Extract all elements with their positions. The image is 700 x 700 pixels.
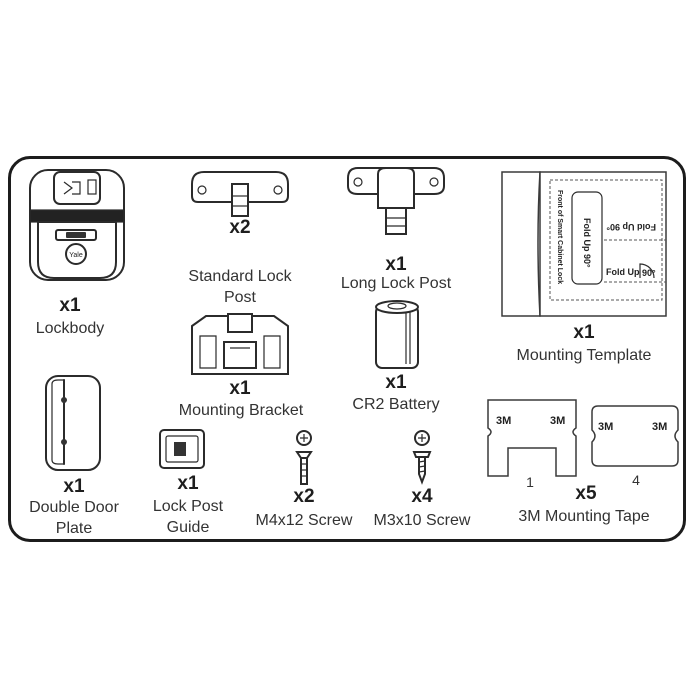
lockbody-illustration: Yale <box>29 169 125 281</box>
tape-pad-2-illustration: 3M 3M <box>591 405 679 467</box>
cr2-battery-label: CR2 Battery <box>352 396 440 413</box>
standard-lock-post-qty: x2 <box>229 217 251 238</box>
m4-screw-label: M4x12 Screw <box>255 512 353 529</box>
lock-post-guide-qty: x1 <box>177 473 199 494</box>
template-fold-b: Fold Up 90° <box>606 222 656 232</box>
standard-lock-post-label-line1: Standard Lock <box>188 268 292 285</box>
long-lock-post-illustration <box>347 167 445 235</box>
lockbody-qty: x1 <box>59 295 81 316</box>
m4-screw-illustration <box>295 430 313 485</box>
m3-screw-label: M3x10 Screw <box>373 512 471 529</box>
contents-frame <box>8 156 686 542</box>
tape-pad-2-brand-left: 3M <box>598 421 613 433</box>
mounting-template-illustration: Front of Smart Cabinet Lock Fold Up 90° … <box>501 171 667 317</box>
mounting-tape-label: 3M Mounting Tape <box>518 508 650 525</box>
mounting-template-label: Mounting Template <box>516 347 652 364</box>
tape-pad-1-illustration: 3M 3M <box>487 399 577 477</box>
double-door-plate-label-line1: Double Door <box>29 499 119 516</box>
standard-lock-post-illustration <box>191 171 289 217</box>
m3-screw-illustration <box>412 430 432 485</box>
mounting-bracket-label: Mounting Bracket <box>178 402 304 419</box>
lock-post-guide-label-line1: Lock Post <box>152 498 224 515</box>
template-fold-c: Fold Up <box>606 267 640 277</box>
lockbody-label: Lockbody <box>35 320 105 337</box>
standard-lock-post-label-line2: Post <box>223 289 256 306</box>
tape-pad-4-count: 4 <box>632 472 640 488</box>
template-fold-c-angle: 90° <box>642 268 656 278</box>
double-door-plate-illustration <box>45 375 101 471</box>
tape-pad-1-brand-right: 3M <box>550 415 565 427</box>
long-lock-post-label: Long Lock Post <box>340 275 452 292</box>
long-lock-post-qty: x1 <box>385 254 407 275</box>
m4-screw-qty: x2 <box>293 486 315 507</box>
mounting-bracket-qty: x1 <box>229 378 251 399</box>
double-door-plate-label-line2: Plate <box>55 520 93 537</box>
yale-logo: Yale <box>69 252 83 259</box>
mounting-template-qty: x1 <box>573 322 595 343</box>
tape-pad-1-count: 1 <box>526 474 534 490</box>
mounting-bracket-illustration <box>191 313 289 375</box>
tape-pad-2-brand-right: 3M <box>652 421 667 433</box>
double-door-plate-qty: x1 <box>63 476 85 497</box>
lock-post-guide-illustration <box>159 429 205 469</box>
template-fold-a: Fold Up 90° <box>582 218 592 268</box>
m3-screw-qty: x4 <box>411 486 433 507</box>
cr2-battery-illustration <box>375 300 419 369</box>
template-vertical-text: Front of Smart Cabinet Lock <box>556 190 563 284</box>
mounting-tape-qty: x5 <box>575 483 597 504</box>
cr2-battery-qty: x1 <box>385 372 407 393</box>
tape-pad-1-brand-left: 3M <box>496 415 511 427</box>
lock-post-guide-label-line2: Guide <box>166 519 210 536</box>
